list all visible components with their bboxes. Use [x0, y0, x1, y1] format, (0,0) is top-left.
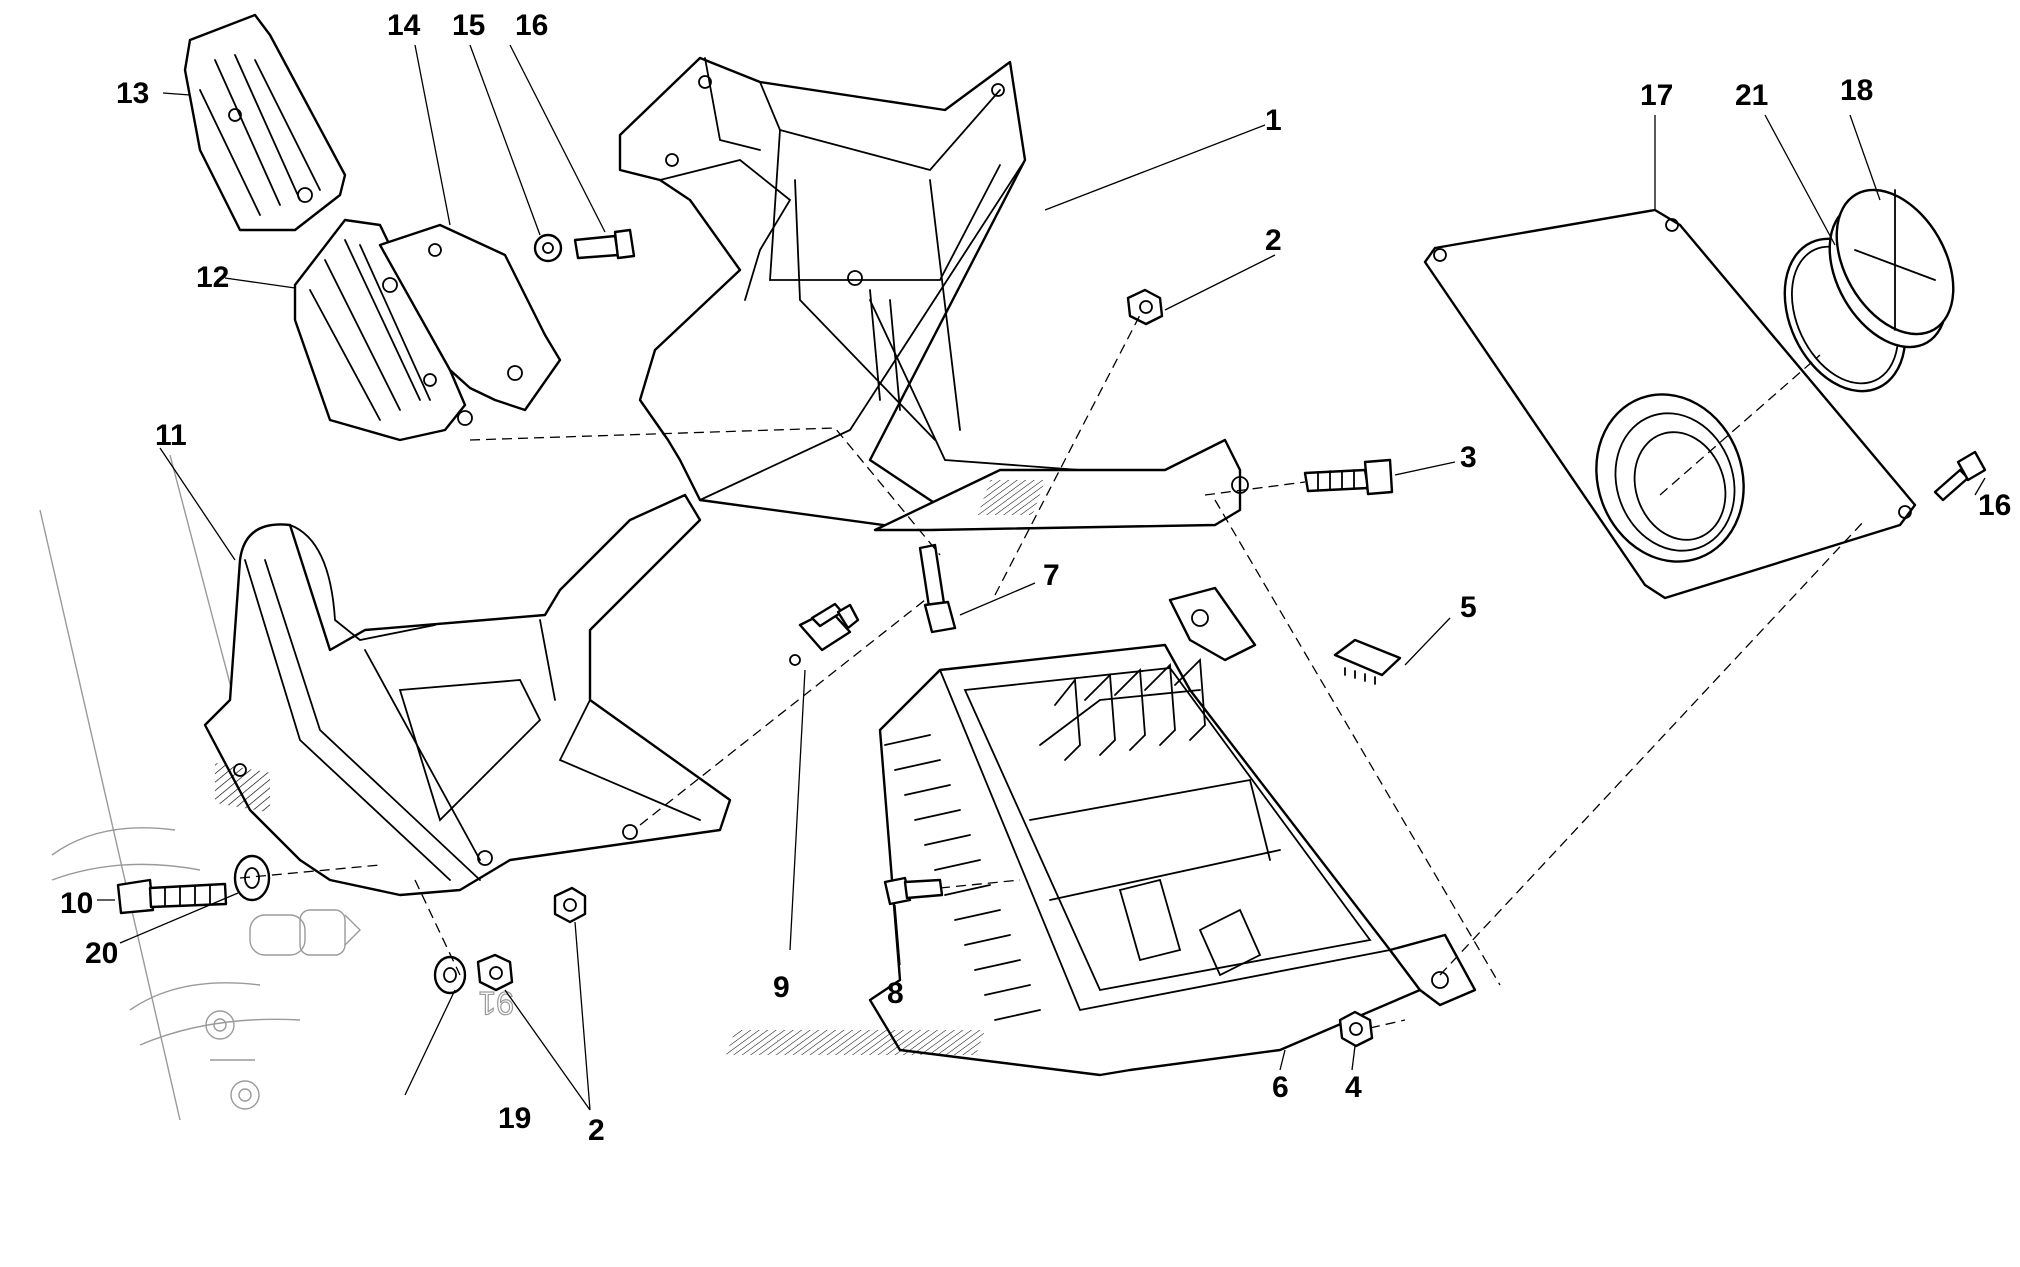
callout-5: 5: [1460, 591, 1477, 624]
ghost-background-parts: 91: [39, 454, 515, 1121]
part-6-ecu-housing: [726, 586, 1477, 1077]
callout-18: 18: [1840, 74, 1873, 107]
callout-13: 13: [116, 77, 149, 110]
callout-15: 15: [452, 9, 485, 42]
leader-lines: [97, 44, 1986, 1111]
part-1-main-bracket: [618, 56, 1249, 532]
part-11-holder-bracket: [203, 493, 732, 897]
callout-2-upper: 2: [1265, 224, 1282, 257]
callout-21: 21: [1735, 79, 1768, 112]
part-18-cap: [1828, 188, 1955, 349]
part-17-cover-plate: [1423, 208, 1917, 600]
callout-14: 14: [387, 9, 421, 42]
callout-10: 10: [60, 887, 93, 920]
part-13-finned-cover: [183, 13, 347, 232]
callout-8: 8: [887, 977, 904, 1010]
callout-1: 1: [1265, 104, 1282, 137]
part-16-screw-top: [573, 228, 636, 260]
part-8-screw: [883, 876, 944, 906]
callout-labels: 1 2 2 3 4 5 6 7 8 9 10 11 12 13 14 15 16…: [60, 9, 2011, 1147]
callout-9: 9: [773, 971, 790, 1004]
callout-4: 4: [1345, 1071, 1362, 1104]
part-5-chip: [1333, 638, 1402, 685]
part-10-screw: [116, 878, 228, 915]
housing-fins: [884, 734, 1041, 1021]
callout-11: 11: [155, 419, 187, 452]
part-20-washer: [233, 854, 271, 902]
callout-3: 3: [1460, 441, 1477, 474]
part-9-sensor: [789, 602, 860, 666]
part-2-nut-lower: [553, 886, 587, 924]
part-3-screw: [1303, 458, 1394, 496]
part-19-washer: [433, 955, 467, 995]
callout-6: 6: [1272, 1071, 1289, 1104]
callout-12: 12: [196, 261, 229, 294]
callout-19: 19: [498, 1102, 531, 1135]
callout-16-top: 16: [515, 9, 548, 42]
part-4-nut: [1338, 1010, 1374, 1048]
callout-17: 17: [1640, 79, 1673, 112]
callout-16-right: 16: [1978, 489, 2011, 522]
part-12-finned-cover: [293, 218, 473, 442]
callout-20: 20: [85, 937, 118, 970]
part-15-washer: [533, 233, 563, 263]
callout-2-bottom: 2: [588, 1114, 605, 1147]
part-7-screw: [918, 543, 957, 634]
part-2-nut-bottom: [476, 953, 514, 992]
callout-7: 7: [1043, 559, 1060, 592]
part-16-screw-right: [1933, 450, 1987, 502]
part-2-nut-upper: [1126, 288, 1164, 326]
part-14-cover-plate: [378, 223, 562, 412]
